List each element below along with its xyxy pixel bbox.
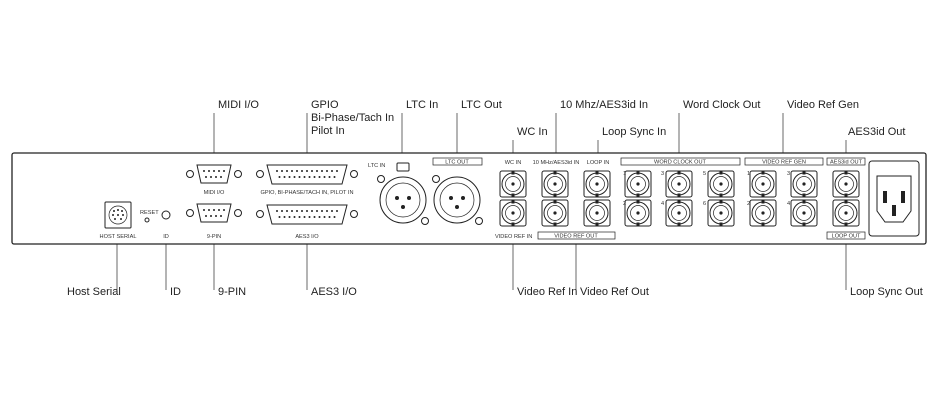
callout-word-clock-out: Word Clock Out [683, 99, 760, 111]
wc-out-num-3: 3 [661, 171, 664, 177]
wc-in-bnc [499, 170, 527, 198]
word-clock-out-bnc-3 [665, 170, 693, 198]
callout-video-ref-in: Video Ref In [517, 286, 577, 298]
video-ref-gen-bnc-1 [749, 170, 777, 198]
gpio-connector [256, 164, 358, 185]
callout-video-ref-out: Video Ref Out [580, 286, 649, 298]
wc-out-num-6: 6 [703, 201, 706, 207]
callouts: MIDI I/O GPIO Bi-Phase/Tach In Pilot In … [67, 99, 923, 298]
video-ref-gen-bnc-4 [790, 199, 818, 227]
panel-label-aes3id-out: AES3id OUT [830, 160, 863, 166]
panel-label-loop-out: LOOP OUT [832, 234, 861, 240]
callout-gpio-line3: Pilot In [311, 125, 345, 137]
video-ref-out-bnc-2 [583, 199, 611, 227]
callout-ten-mhz: 10 Mhz/AES3id In [560, 99, 648, 111]
ltc-out-xlr [432, 175, 483, 225]
panel-label-ltc-out: LTC OUT [445, 160, 469, 166]
panel-label-gpio: GPIO, BI-PHASE/TACH IN, PILOT IN [260, 190, 353, 196]
panel-label-ten-mhz: 10 MHz/AES3id IN [533, 160, 580, 166]
leader-lines [116, 113, 847, 290]
midi-io-connector [186, 164, 242, 184]
video-ref-in-bnc [499, 199, 527, 227]
loop-in-bnc [583, 170, 611, 198]
word-clock-out-bnc-2 [624, 199, 652, 227]
vrg-num-3: 3 [787, 171, 790, 177]
aes3-io-connector [256, 204, 358, 225]
panel-label-host-serial: HOST SERIAL [100, 234, 137, 240]
callout-host-serial: Host Serial [67, 286, 121, 298]
ltc-in-xlr [377, 162, 429, 225]
word-clock-out-bnc-6 [707, 199, 735, 227]
callout-aes3-io: AES3 I/O [311, 286, 357, 298]
word-clock-out-label-box [620, 157, 741, 166]
panel-label-word-clock-out: WORD CLOCK OUT [654, 160, 706, 166]
video-ref-gen-label-box [744, 157, 824, 166]
word-clock-out-bnc-4 [665, 199, 693, 227]
aes3id-out-label-box [826, 157, 866, 166]
ten-mhz-in-bnc [541, 170, 569, 198]
vrg-num-4: 4 [787, 201, 790, 207]
callout-loop-sync-out: Loop Sync Out [850, 286, 923, 298]
panel-label-wc-in: WC IN [505, 160, 521, 166]
callout-gpio-line2: Bi-Phase/Tach In [311, 112, 394, 124]
callout-video-ref-gen: Video Ref Gen [787, 99, 859, 111]
video-ref-out-bnc-1 [541, 199, 569, 227]
vrg-num-2: 2 [747, 201, 750, 207]
panel-label-video-ref-in: VIDEO REF IN [495, 234, 532, 240]
wc-out-num-1: 1 [623, 171, 626, 177]
panel-label-video-ref-out: VIDEO REF OUT [554, 234, 598, 240]
panel-label-midi-io: MIDI I/O [204, 190, 225, 196]
panel-label-loop-in: LOOP IN [587, 160, 610, 166]
panel-label-reset: RESET [140, 210, 159, 216]
ltc-out-label-box [432, 157, 483, 166]
callout-loop-sync-in: Loop Sync In [602, 126, 666, 138]
loop-out-label-box [826, 231, 866, 240]
power-inlet [868, 160, 920, 237]
panel-label-aes3-io: AES3 I/O [295, 234, 319, 240]
aes3id-out-bnc [832, 170, 860, 198]
id-led [161, 210, 171, 220]
word-clock-out-bnc-5 [707, 170, 735, 198]
video-ref-gen-bnc-2 [749, 199, 777, 227]
wc-out-num-4: 4 [661, 201, 664, 207]
callout-nine-pin: 9-PIN [218, 286, 246, 298]
panel-label-ltc-in: LTC IN [368, 163, 385, 169]
callout-midi-io: MIDI I/O [218, 99, 259, 111]
video-ref-out-label-box [537, 231, 616, 240]
vrg-num-1: 1 [747, 171, 750, 177]
callout-aes3id-out: AES3id Out [848, 126, 905, 138]
wc-out-num-2: 2 [623, 201, 626, 207]
callout-ltc-in: LTC In [406, 99, 438, 111]
callout-gpio-line1: GPIO [311, 99, 339, 111]
video-ref-gen-bnc-3 [790, 170, 818, 198]
panel-label-id: ID [163, 234, 169, 240]
callout-id: ID [170, 286, 181, 298]
callout-ltc-out: LTC Out [461, 99, 502, 111]
wc-out-num-5: 5 [703, 171, 706, 177]
reset-button[interactable] [144, 217, 150, 223]
panel-label-video-ref-gen: VIDEO REF GEN [762, 160, 806, 166]
host-serial-connector [104, 201, 132, 229]
nine-pin-connector [186, 203, 242, 223]
loop-out-bnc [832, 199, 860, 227]
word-clock-out-bnc-1 [624, 170, 652, 198]
callout-wc-in: WC In [517, 126, 548, 138]
bnc-connectors [499, 170, 860, 227]
panel-label-nine-pin: 9-PIN [207, 234, 221, 240]
